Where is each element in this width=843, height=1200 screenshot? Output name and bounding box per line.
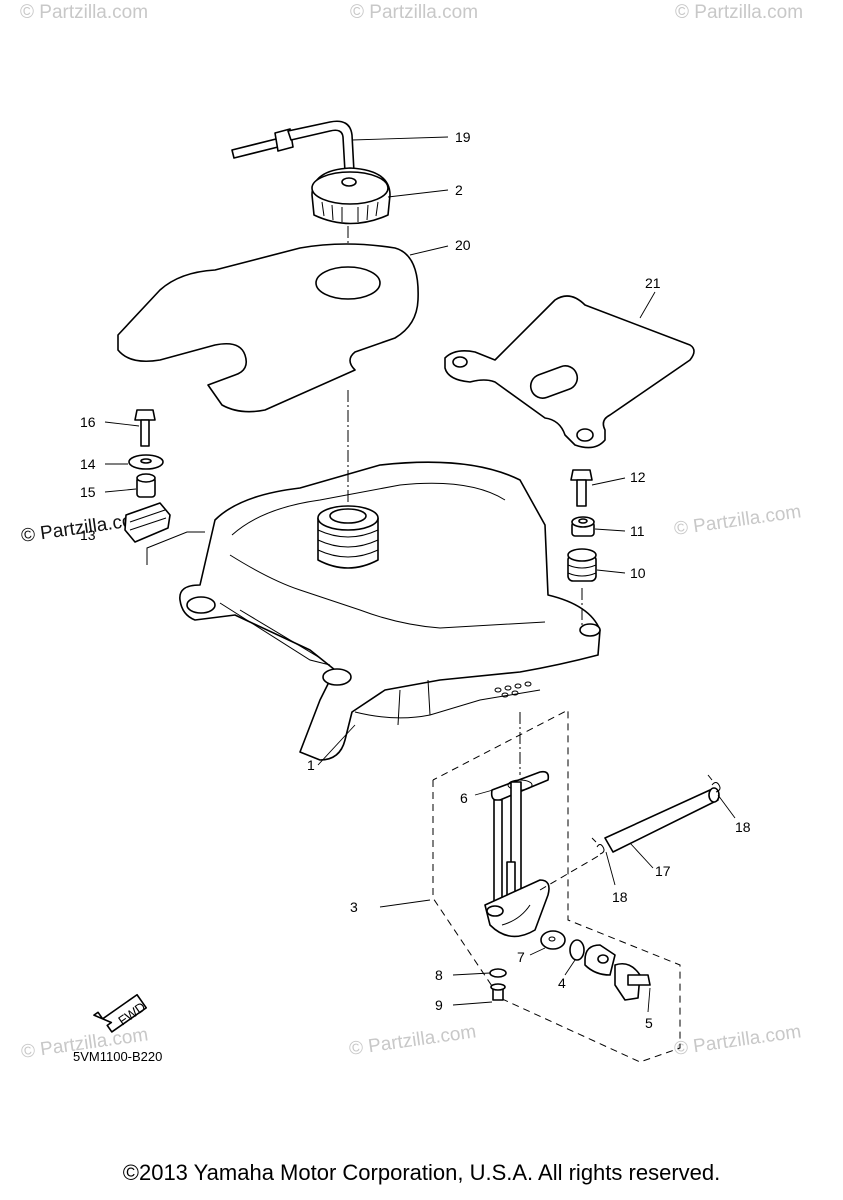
watermark-top-right: © Partzilla.com [675, 2, 803, 23]
part-1-fuel-tank [179, 390, 601, 766]
watermark-top-left: © Partzilla.com [20, 2, 148, 23]
watermark-bottom-right: © Partzilla.com [673, 1021, 803, 1060]
part-14-washer [105, 454, 164, 470]
part-12-bolt [570, 469, 626, 507]
callout-10: 10 [630, 565, 646, 581]
callout-12: 12 [630, 469, 646, 485]
part-3-fuel-cock-assembly [379, 709, 681, 1063]
callout-2: 2 [455, 182, 463, 198]
callout-3: 3 [350, 899, 358, 915]
part-2-fuel-cap [311, 167, 449, 290]
callout-20: 20 [455, 237, 471, 253]
callout-16: 16 [80, 414, 96, 430]
callout-11: 11 [630, 523, 645, 539]
part-19-breather-hose [231, 120, 449, 173]
diagram-code: 5VM1100-B220 [73, 1049, 162, 1064]
part-15-collar [104, 473, 156, 498]
callout-5: 5 [645, 1015, 653, 1031]
part-10-damper [567, 548, 626, 625]
part-16-bolt [104, 409, 156, 447]
callout-4: 4 [558, 975, 566, 991]
callout-21: 21 [645, 275, 661, 291]
callout-1: 1 [307, 757, 315, 773]
part-17-fuel-hose [604, 787, 720, 869]
callout-8: 8 [435, 967, 443, 983]
part-18-hose-clip-lower [591, 837, 616, 886]
callout-15: 15 [80, 484, 96, 500]
part-20-tank-pad [117, 243, 449, 413]
callout-7: 7 [517, 949, 525, 965]
callout-18-lower: 18 [612, 889, 628, 905]
part-18-hose-clip-upper [707, 774, 736, 819]
callout-17: 17 [655, 863, 671, 879]
callout-13: 13 [80, 527, 96, 543]
watermark-bottom-center: © Partzilla.com [348, 1021, 478, 1060]
callout-6: 6 [460, 790, 468, 806]
watermark-mid-right: © Partzilla.com [673, 501, 803, 540]
part-13-damper [124, 502, 205, 565]
part-21-plate [444, 291, 695, 449]
callout-labels: 1 2 3 4 5 6 7 8 9 10 11 12 13 14 15 16 1… [80, 129, 751, 1031]
watermark-top-center: © Partzilla.com [350, 2, 478, 23]
callout-19: 19 [455, 129, 471, 145]
callout-14: 14 [80, 456, 96, 472]
part-11-collar [571, 516, 626, 537]
copyright-notice: ©2013 Yamaha Motor Corporation, U.S.A. A… [122, 1160, 721, 1185]
callout-18-upper: 18 [735, 819, 751, 835]
callout-9: 9 [435, 997, 443, 1013]
